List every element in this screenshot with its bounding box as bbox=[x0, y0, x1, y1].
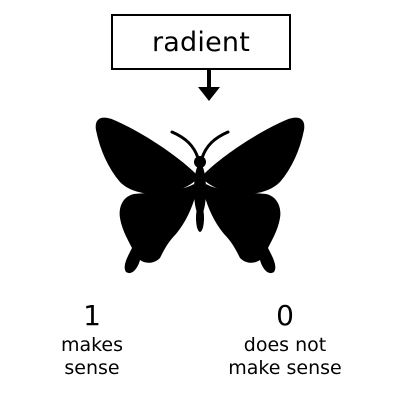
option-makes-sense[interactable]: 1 makes sense bbox=[40, 300, 144, 380]
option-label-line2: make sense bbox=[228, 357, 342, 379]
option-number: 1 bbox=[83, 299, 101, 332]
option-label-line1: makes bbox=[60, 334, 124, 356]
option-does-not-make-sense[interactable]: 0 does not make sense bbox=[205, 300, 365, 380]
word-text: radient bbox=[152, 26, 250, 58]
butterfly-silhouette-icon bbox=[95, 117, 305, 274]
down-arrow-icon bbox=[198, 70, 220, 101]
option-number: 0 bbox=[276, 299, 294, 332]
option-label-line1: does not bbox=[243, 334, 327, 356]
word-box: radient bbox=[111, 14, 291, 70]
option-label-line2: sense bbox=[64, 357, 120, 379]
